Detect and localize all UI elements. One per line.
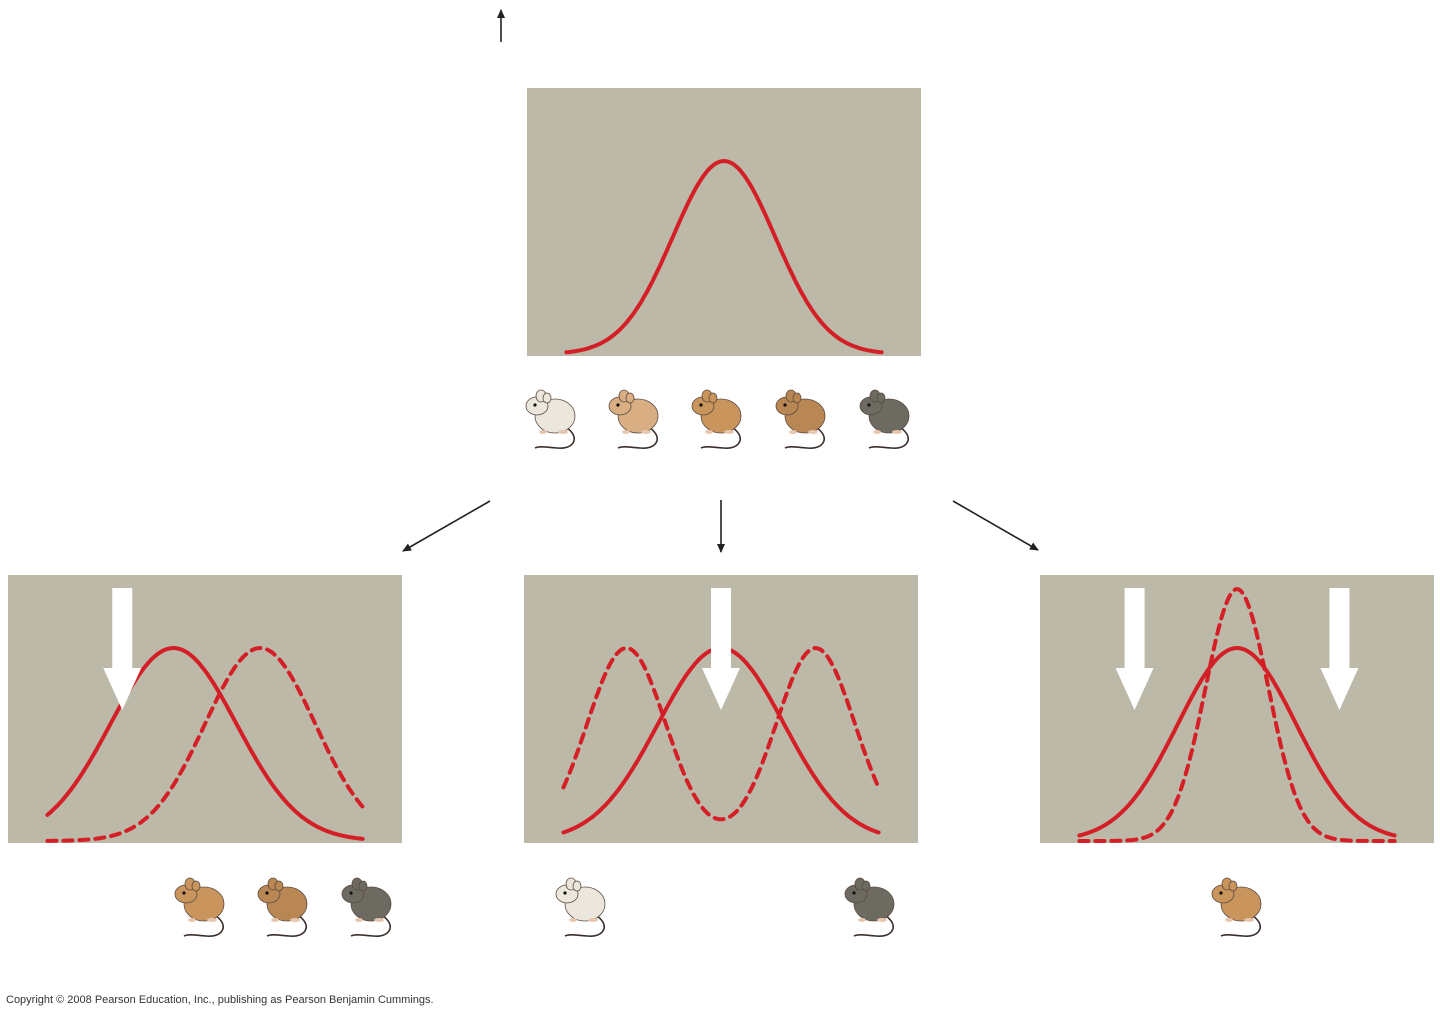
stabilizing-selection-mice [1211,877,1262,937]
white-down-arrow-icon [103,588,142,710]
directional-selection-panel [8,575,402,843]
arrow-to-directional-icon [402,500,491,552]
curves [564,158,884,355]
original-population-mice [525,389,910,449]
panel-background [527,88,921,356]
mouse-icon [859,389,910,449]
selection-arrows [702,588,740,710]
mouse-icon [174,877,225,937]
original-population-panel [527,88,921,356]
evolved-distribution-curve [1077,587,1397,843]
disruptive-selection-panel [524,575,918,843]
mouse-icon [257,877,308,937]
mouse-icon [1211,877,1262,937]
selection-arrows [103,588,142,710]
white-down-arrow-icon [1115,588,1154,710]
arrow-to-stabilizing-icon [952,500,1039,551]
stabilizing-selection-panel [1040,575,1434,843]
curves [45,645,365,843]
mouse-icon [525,389,576,449]
evolved-distribution-curve [561,645,881,822]
panel-background [8,575,402,843]
mouse-icon [844,877,895,937]
mouse-icon [555,877,606,937]
copyright-notice: Copyright © 2008 Pearson Education, Inc.… [6,994,434,1006]
curves [1077,587,1397,843]
mouse-icon [341,877,392,937]
original-distribution-curve [45,645,365,841]
mouse-icon [691,389,742,449]
panel-background [1040,575,1434,843]
selection-arrows [1115,588,1359,710]
mouse-icon [608,389,659,449]
natural-selection-modes-diagram [8,9,1434,937]
white-down-arrow-icon [702,588,740,710]
white-down-arrow-icon [1320,588,1359,710]
evolved-distribution-curve [45,645,365,843]
disruptive-selection-mice [555,877,895,937]
original-distribution-curve [564,158,884,355]
directional-selection-mice [174,877,392,937]
mouse-icon [775,389,826,449]
original-distribution-curve [1077,645,1397,838]
